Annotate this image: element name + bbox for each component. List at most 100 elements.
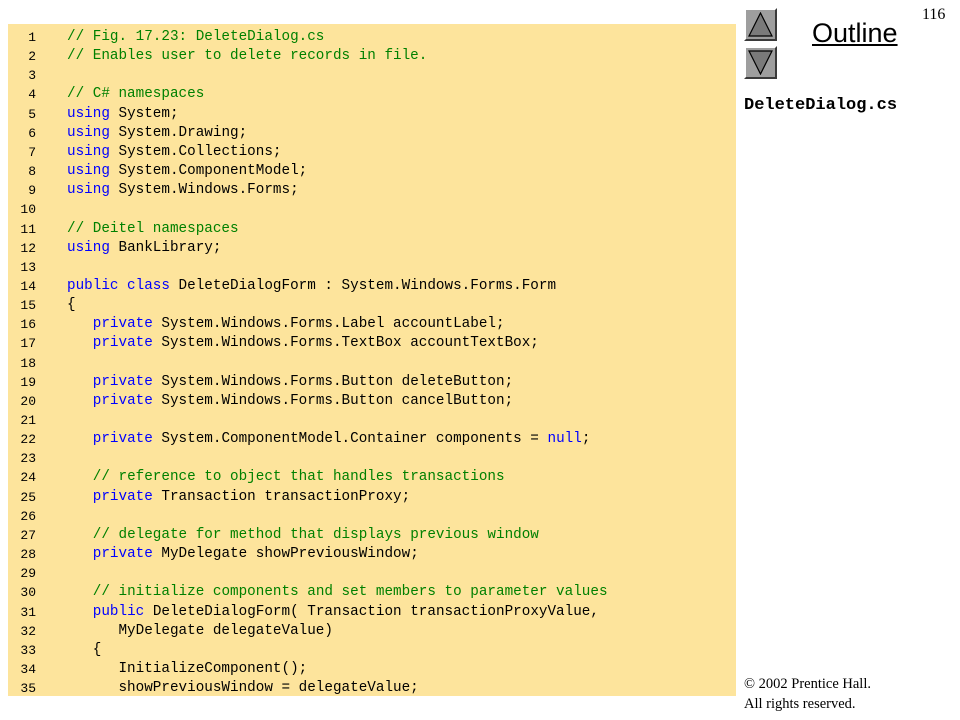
line-number: 6 [28,125,36,141]
code-keyword: public [92,603,145,620]
code-keyword: private [92,431,153,448]
code-line: 19 private System.Windows.Forms.Button d… [8,373,736,392]
code-text: private System.Windows.Forms.TextBox acc… [67,334,539,353]
code-segment [67,604,93,620]
code-keyword: private [92,373,153,390]
code-text: MyDelegate delegateValue) [67,622,333,641]
code-line: 28 private MyDelegate showPreviousWindow… [8,545,736,564]
code-segment: System.Collections; [109,143,282,160]
code-text: private Transaction transactionProxy; [67,488,410,507]
code-segment [67,584,93,600]
code-line: 26 [8,507,736,526]
code-line: 17 private System.Windows.Forms.TextBox … [8,334,736,353]
line-number: 3 [28,68,36,84]
code-keyword: private [92,546,153,563]
line-number: 31 [20,604,36,620]
code-text: public DeleteDialogForm( Transaction tra… [67,603,599,622]
line-number: 11 [20,221,36,237]
code-text: private System.Windows.Forms.Button dele… [67,373,513,392]
code-text: showPreviousWindow = delegateValue; [67,679,418,696]
code-text: // Fig. 17.23: DeleteDialog.cs [67,28,324,47]
code-text: // delegate for method that displays pre… [67,526,539,545]
line-number: 16 [20,317,36,333]
code-keyword: using [67,105,110,122]
page-number: 116 [922,6,946,23]
code-text: private System.Windows.Forms.Button canc… [67,392,513,411]
code-text: { [67,641,102,660]
code-line: 4 // C# namespaces [8,85,736,104]
code-text: InitializeComponent(); [67,660,307,679]
line-number: 22 [20,432,36,448]
code-segment [67,335,93,351]
line-number: 21 [20,413,36,428]
code-keyword: using [67,182,110,199]
outline-link[interactable]: Outline [812,18,898,48]
code-segment: MyDelegate showPreviousWindow; [152,546,419,563]
line-number: 9 [28,183,36,199]
code-segment: BankLibrary; [109,239,222,256]
code-segment: System.Drawing; [109,124,248,141]
next-slide-button[interactable] [744,46,777,79]
code-keyword: using [67,143,110,160]
code-keyword: using [67,124,110,141]
line-number: 7 [28,144,36,160]
line-number: 28 [20,547,36,563]
code-segment: MyDelegate delegateValue) [67,622,333,639]
code-segment: System.Windows.Forms; [109,182,299,199]
line-number: 33 [20,642,36,658]
line-number: 10 [20,202,36,218]
code-segment [67,431,93,447]
code-segment: System; [109,105,179,122]
code-keyword: null [547,431,582,448]
code-comment: // Deitel namespaces [67,220,239,237]
code-line: 30 // initialize components and set memb… [8,583,736,602]
code-text: private System.Windows.Forms.Label accou… [67,315,505,334]
line-number: 26 [20,508,36,524]
code-segment: { [67,297,76,314]
line-number: 4 [28,87,36,103]
code-segment [67,489,93,505]
code-line: 31 public DeleteDialogForm( Transaction … [8,603,736,622]
line-number: 35 [20,681,36,696]
copyright-line-2: All rights reserved. [744,696,856,712]
code-line: 3 [8,66,736,85]
code-text: // C# namespaces [67,85,204,104]
code-text: // Deitel namespaces [67,220,239,239]
line-number: 29 [20,566,36,582]
previous-slide-button[interactable] [744,8,777,41]
line-number: 12 [20,240,36,256]
code-segment [67,546,93,562]
code-line: 15 { [8,296,736,315]
code-text: using System.Windows.Forms; [67,181,299,200]
code-keyword: private [92,316,153,333]
line-number: 15 [20,298,36,314]
copyright-line-1: © 2002 Prentice Hall. [744,676,871,692]
code-segment: DeleteDialogForm( Transaction transactio… [144,603,599,620]
code-line: 16 private System.Windows.Forms.Label ac… [8,315,736,334]
code-text: using System; [67,105,179,124]
code-segment [67,374,93,390]
code-text: private System.ComponentModel.Container … [67,430,591,449]
code-comment: // Enables user to delete records in fil… [67,48,428,65]
line-number: 2 [28,49,36,65]
code-text: { [67,296,76,315]
code-line: 18 [8,354,736,373]
line-number: 32 [20,623,36,639]
code-segment [67,316,93,332]
code-line: 9 using System.Windows.Forms; [8,181,736,200]
code-line: 20 private System.Windows.Forms.Button c… [8,392,736,411]
code-line: 25 private Transaction transactionProxy; [8,488,736,507]
code-line: 23 [8,449,736,468]
code-line: 27 // delegate for method that displays … [8,526,736,545]
code-line: 2 // Enables user to delete records in fi… [8,47,736,66]
code-line: 22 private System.ComponentModel.Contain… [8,430,736,449]
line-number: 25 [20,489,36,505]
line-number: 27 [20,527,36,543]
triangle-down-icon [748,50,773,75]
line-number: 8 [28,164,36,180]
code-comment: // Fig. 17.23: DeleteDialog.cs [67,29,325,45]
code-line: 32 MyDelegate delegateValue) [8,622,736,641]
code-segment [67,393,93,409]
